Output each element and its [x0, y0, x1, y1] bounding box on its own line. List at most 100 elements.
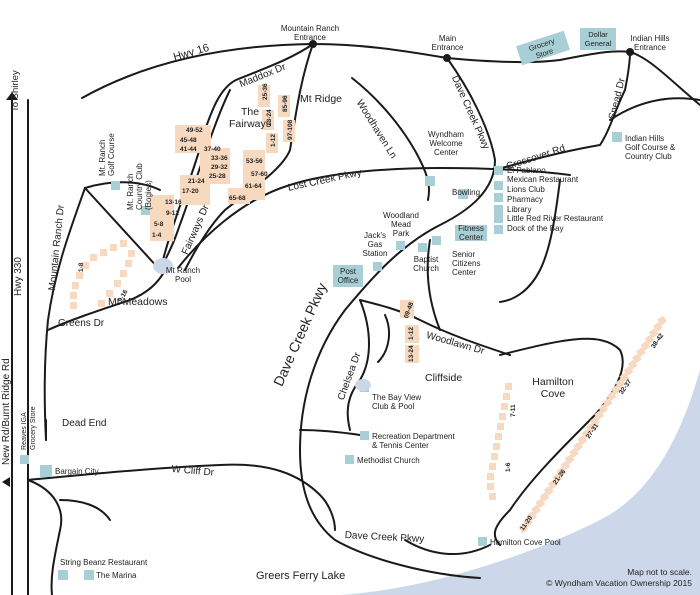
unit-range: 25-28 — [209, 173, 226, 180]
unit-range: 13-16 — [165, 199, 182, 206]
unit-range: 1-12 — [270, 133, 277, 147]
unit-block — [648, 328, 659, 339]
the-marina-label: The Marina — [96, 571, 137, 580]
unit-block — [598, 403, 609, 414]
main-entrance-label: Main Entrance — [431, 34, 464, 52]
unit-range: 5-8 — [154, 221, 164, 228]
unit-block — [615, 378, 625, 389]
mt-ranch-pool-shape — [153, 258, 173, 274]
fitness-center-label: Fitness Center — [458, 224, 484, 242]
mt-ranch-pool-label: Mt Ranch Pool — [165, 266, 201, 284]
country-club-marker — [141, 206, 150, 215]
bargain-city-marker — [40, 465, 52, 477]
unit-block — [581, 429, 592, 439]
pharmacy-marker — [494, 193, 503, 202]
main-entrance-marker — [443, 54, 451, 62]
el-pablano-marker — [494, 166, 503, 175]
entrance-markers — [309, 40, 634, 62]
unit-range: 45-48 — [180, 137, 197, 144]
unit-range: 29-32 — [211, 164, 228, 171]
pharmacy-label: Pharmacy — [507, 195, 544, 204]
unit-block — [543, 485, 554, 496]
unit-range: 9-12 — [166, 210, 180, 217]
jacks-gas-marker — [373, 262, 382, 271]
mt-ranch-golf-label: Mt. Ranch Golf Course — [98, 133, 116, 176]
dollar-general-marker — [580, 28, 616, 50]
methodist-church-marker — [345, 455, 354, 464]
lions-club-label: Lions Club — [507, 185, 545, 194]
mountain-ranch-entrance-marker — [309, 40, 317, 48]
unit-range: 13-24 — [266, 109, 273, 126]
cliffside-area: Cliffside — [425, 372, 463, 384]
unit-range: 1-12 — [408, 326, 415, 340]
unit-block — [522, 517, 533, 528]
to-shirley-label: To Shirley — [10, 70, 21, 112]
library-marker — [494, 205, 503, 214]
baptist-church-marker — [418, 243, 427, 252]
unit-block — [552, 473, 562, 483]
unit-block — [577, 435, 588, 446]
unit-block — [556, 466, 567, 477]
unit-range: 25-36 — [262, 83, 269, 100]
unit-block — [632, 353, 642, 364]
unit-range: 53-56 — [246, 158, 263, 165]
lions-club-marker — [494, 181, 503, 190]
post-office-marker — [333, 265, 363, 287]
greers-ferry-lake — [340, 370, 700, 595]
library-label: Library — [507, 205, 532, 214]
dock-of-the-bay-label: Dock of the Bay — [507, 224, 564, 233]
indian-hills-golf-label: Indian Hills Golf Course & Country Club — [625, 134, 676, 161]
unit-block — [623, 366, 634, 376]
unit-block — [657, 315, 667, 326]
the-marina-marker — [84, 570, 94, 580]
senior-citizens-center-label: Senior Citizens Center — [452, 250, 481, 277]
dock-of-the-bay-marker — [494, 225, 503, 234]
unit-block — [564, 454, 575, 465]
unit-range: 21-24 — [188, 178, 205, 185]
unit-block — [573, 441, 583, 452]
little-red-river-label: Little Red River Restaurant — [507, 214, 604, 223]
map-footnote: Map not to scale. © Wyndham Vacation Own… — [546, 567, 692, 588]
unit-block — [569, 448, 579, 458]
greens-dr-label: Greens Dr — [58, 318, 105, 329]
unit-blocks — [70, 85, 512, 500]
dollar-general-label: Dollar General — [584, 30, 612, 48]
unit-block — [640, 340, 651, 351]
jacks-gas-station-label: Jack's Gas Station — [362, 231, 388, 258]
unit-block — [585, 422, 596, 433]
greers-ferry-lake-label: Greers Ferry Lake — [256, 570, 346, 582]
wyndham-welcome-center-label: Wyndham Welcome Center — [428, 130, 464, 157]
unit-block — [560, 460, 571, 471]
road-network — [11, 42, 700, 595]
mt-ridge-area: Mt Ridge — [300, 93, 343, 105]
reaves-iga-marker — [20, 455, 29, 464]
unit-block — [590, 416, 600, 427]
bowling-label: Bowling — [452, 188, 481, 197]
dead-end-label: Dead End — [62, 418, 107, 429]
unit-range: 33-36 — [211, 155, 228, 162]
string-beanz-marker — [58, 570, 68, 580]
little-red-river-marker — [494, 214, 503, 223]
unit-block — [644, 334, 655, 345]
unit-range: 41-44 — [180, 146, 197, 153]
unit-block — [594, 410, 604, 420]
welcome-center-marker — [425, 176, 435, 186]
unit-block — [627, 359, 638, 370]
string-beanz-label: String Beanz Restaurant — [60, 558, 148, 567]
unit-block — [535, 498, 546, 509]
hamilton-cove-area: Hamilton Cove — [532, 376, 574, 400]
unit-range: 1-6 — [505, 462, 512, 472]
grocery-store-marker — [516, 30, 570, 66]
unit-block — [531, 504, 541, 515]
unit-block — [602, 397, 613, 408]
indian-hills-entrance-marker — [626, 48, 634, 56]
unit-block — [636, 347, 646, 357]
hamilton-cove-pool-label: Hamilton Cove Pool — [490, 538, 561, 547]
arrow-up-icon — [6, 92, 18, 100]
bay-view-pool-shape — [355, 379, 371, 391]
unit-range: 49-52 — [186, 127, 203, 134]
unit-block — [611, 385, 621, 395]
unit-range: 85-96 — [282, 95, 289, 112]
unit-blocks-east — [518, 315, 667, 534]
